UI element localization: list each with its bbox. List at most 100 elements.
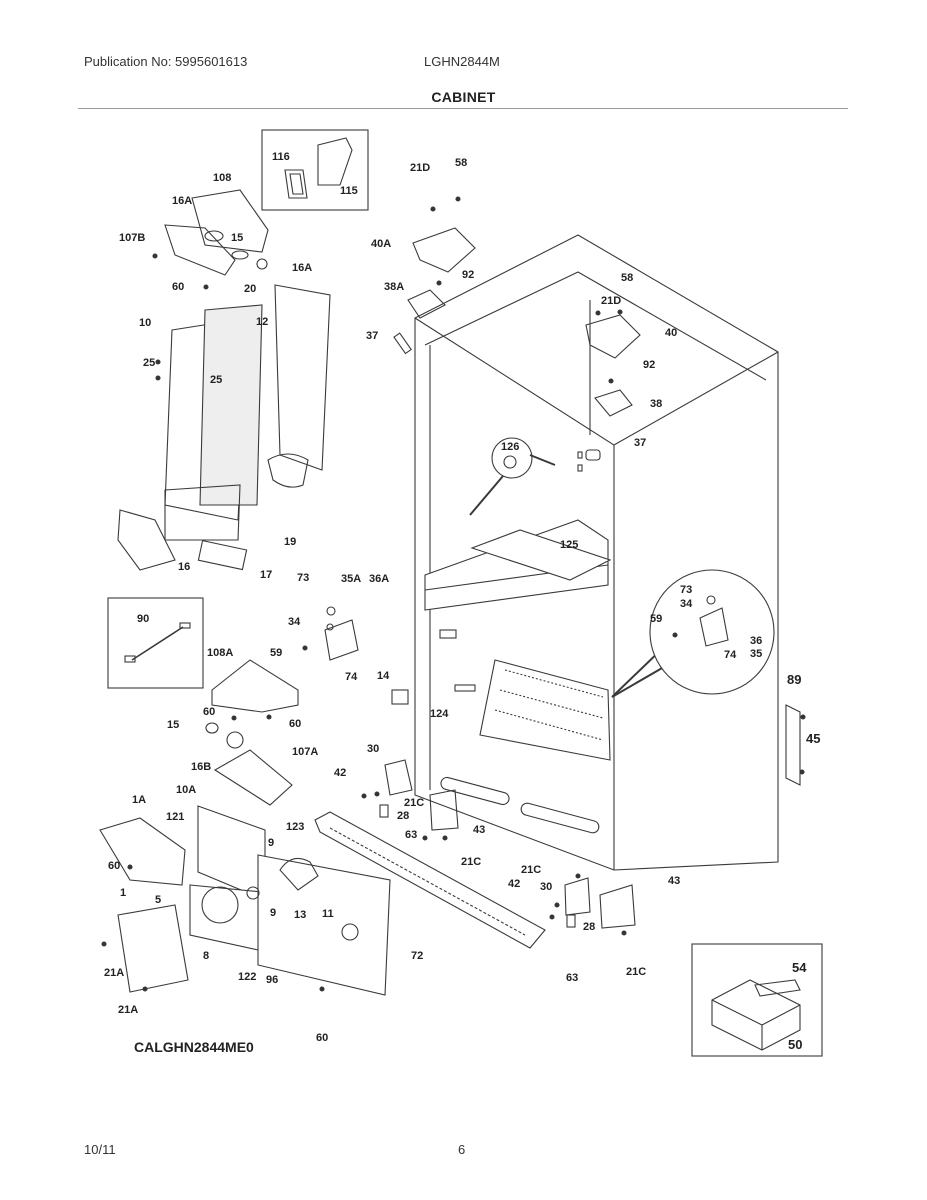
callout-label: 45	[806, 731, 820, 746]
callout-label: 92	[462, 269, 474, 281]
callout-label: 21C	[404, 797, 424, 809]
callout-label: 8	[203, 950, 209, 962]
callout-label: 124	[430, 708, 449, 720]
callout-label: 60	[172, 281, 184, 293]
callout-label: 115	[340, 185, 358, 197]
callout-label: 125	[560, 539, 578, 551]
callout-label: 16A	[292, 262, 312, 274]
header-rule	[78, 108, 848, 109]
callout-label: 108A	[207, 647, 233, 659]
publication-number: Publication No: 5995601613	[84, 54, 248, 69]
top-hinge-40	[585, 314, 641, 461]
lower-dispenser-parts	[205, 659, 299, 806]
screw-markers	[101, 196, 806, 992]
callout-label: 21D	[410, 162, 430, 174]
callout-label: 60	[316, 1032, 328, 1044]
callout-label: 126	[501, 441, 519, 453]
callout-label: 35	[750, 648, 762, 660]
callout-label: 60	[203, 706, 215, 718]
callout-label: 121	[166, 811, 184, 823]
callout-label: 43	[473, 824, 485, 836]
callout-label: 37	[366, 330, 378, 342]
callout-label: 92	[643, 359, 655, 371]
callout-label: 72	[411, 950, 423, 962]
cabinet-body	[414, 234, 779, 871]
callout-label: 38	[650, 398, 662, 410]
callout-label: 108	[213, 172, 231, 184]
callout-label: 21C	[461, 856, 481, 868]
callout-label: 14	[377, 670, 390, 682]
callout-label: 21D	[601, 295, 621, 307]
callout-label: 25	[210, 374, 222, 386]
callout-label: 34	[680, 598, 693, 610]
callout-label: 50	[788, 1037, 802, 1052]
callout-label: 9	[270, 907, 276, 919]
callout-label: 116	[272, 151, 290, 163]
callout-label: 30	[540, 881, 552, 893]
callout-label: 1A	[132, 794, 146, 806]
callout-label: 59	[650, 613, 662, 625]
page-number: 6	[458, 1142, 466, 1157]
side-panel-89	[785, 704, 801, 786]
callout-label: 59	[270, 647, 282, 659]
lower-left-grille-parts	[99, 805, 391, 996]
callout-label: 58	[455, 157, 467, 169]
callout-label: 73	[297, 572, 309, 584]
kickplate-72	[314, 811, 546, 949]
callout-label: 37	[634, 437, 646, 449]
callout-label: 13	[294, 909, 306, 921]
lower-hinges	[379, 759, 636, 929]
callout-label: 38A	[384, 281, 404, 293]
callout-label: 12	[256, 316, 268, 328]
callout-label: 40	[665, 327, 677, 339]
footer-date: 10/11	[84, 1142, 116, 1157]
callout-label: 16	[178, 561, 190, 573]
callout-labels: 116 115 108 16A 107B 15 16A 60 20 10 12 …	[104, 151, 820, 1052]
callout-label: 25	[143, 357, 155, 369]
callout-label: 35A	[341, 573, 361, 585]
callout-label: 60	[108, 860, 120, 872]
inset-box-115-116	[261, 129, 369, 211]
model-number: LGHN2844M	[424, 54, 500, 69]
callout-label: 28	[583, 921, 595, 933]
callout-label: 40A	[371, 238, 391, 250]
callout-label: 107B	[119, 232, 145, 244]
callout-label: 89	[787, 672, 801, 687]
callout-label: 16B	[191, 761, 211, 773]
callout-label: 123	[286, 821, 304, 833]
ring-detail-126	[469, 437, 556, 516]
callout-label: 5	[155, 894, 161, 906]
callout-label: 21A	[118, 1004, 138, 1016]
inset-box-90	[107, 597, 204, 689]
callout-label: 90	[137, 613, 149, 625]
callout-label: 20	[244, 283, 256, 295]
dispenser-housing-assembly	[117, 284, 331, 571]
detail-circle-hinge	[611, 569, 775, 698]
callout-label: 9	[268, 837, 274, 849]
callout-label: 63	[405, 829, 417, 841]
callout-label: 58	[621, 272, 633, 284]
callout-label: 21C	[626, 966, 646, 978]
callout-label: 10A	[176, 784, 196, 796]
callout-label: 36A	[369, 573, 389, 585]
callout-label: 43	[668, 875, 680, 887]
callout-label: 19	[284, 536, 296, 548]
callout-label: 15	[167, 719, 179, 731]
diagram-code: CALGHN2844ME0	[134, 1039, 254, 1055]
callout-label: 1	[120, 887, 126, 899]
callout-label: 54	[792, 960, 807, 975]
callout-label: 42	[508, 878, 520, 890]
callout-label: 30	[367, 743, 379, 755]
callout-label: 73	[680, 584, 692, 596]
center-hinge-parts	[324, 606, 409, 705]
callout-label: 10	[139, 317, 151, 329]
callout-label: 36	[750, 635, 762, 647]
section-title: CABINET	[431, 89, 496, 105]
callout-label: 42	[334, 767, 346, 779]
callout-label: 107A	[292, 746, 318, 758]
callout-label: 15	[231, 232, 243, 244]
top-hinge-40a	[393, 227, 476, 355]
inset-box-54-50	[691, 943, 823, 1057]
callout-label: 74	[345, 671, 358, 683]
